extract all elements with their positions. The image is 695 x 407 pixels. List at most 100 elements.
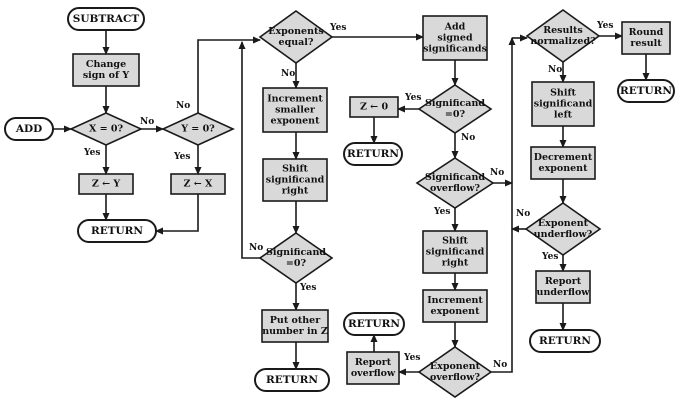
node-shape-change-sign xyxy=(72,53,140,87)
node-shape-z-gets-x xyxy=(170,173,226,195)
node-label-report-overflow-0: Report xyxy=(355,357,392,368)
node-shape-y-zero xyxy=(161,112,235,146)
node-shape-subtract xyxy=(67,7,145,31)
node-label-return-6-0: RETURN xyxy=(539,335,591,347)
node-label-results-normalized-0: Results xyxy=(543,25,583,36)
edge-label-exponent-overflow-no: No xyxy=(493,360,507,370)
node-shape-increment-exponent xyxy=(422,289,488,323)
node-shape-z-gets-0 xyxy=(349,96,399,118)
node-label-shift-right-1-1: significand xyxy=(266,175,325,186)
node-z-gets-0: Z ← 0 xyxy=(349,96,399,118)
edge-z-gets-x-to-return-1 xyxy=(155,194,199,235)
node-shape-put-other xyxy=(261,309,329,343)
node-label-exponent-underflow-0: Exponent xyxy=(538,218,589,229)
node-label-significand-zero-2-0: Significand xyxy=(425,98,485,109)
node-return-1: RETURN xyxy=(77,219,157,243)
node-label-add-signed-2: significands xyxy=(423,44,487,55)
node-label-change-sign-0: Change xyxy=(86,59,126,70)
node-label-increment-smaller-1: smaller xyxy=(275,105,316,116)
node-label-report-underflow-1: underflow xyxy=(537,287,591,298)
node-shape-shift-left xyxy=(531,81,595,127)
node-label-increment-smaller-2: exponent xyxy=(271,116,321,127)
node-label-z-gets-0-0: Z ← 0 xyxy=(360,102,389,113)
node-shape-decrement-exponent xyxy=(530,146,596,180)
node-label-return-5-0: RETURN xyxy=(620,85,672,97)
node-significand-zero-2: Significand=0? xyxy=(417,84,493,134)
node-label-increment-exponent-0: Increment xyxy=(427,295,483,306)
node-return-4: RETURN xyxy=(343,312,405,336)
node-shape-significand-overflow xyxy=(415,157,495,209)
edge-exponent-overflow-no-to-bus xyxy=(491,37,516,373)
node-shape-shift-right-1 xyxy=(262,158,328,202)
node-label-shift-right-2-1: significand xyxy=(426,247,485,258)
edge-label-significand-zero-1-no: No xyxy=(249,243,263,253)
node-shape-exponent-underflow xyxy=(524,202,602,256)
node-significand-zero-1: Significand=0? xyxy=(258,232,334,284)
node-label-add-signed-0: Add xyxy=(444,22,466,33)
node-shape-add xyxy=(4,117,54,141)
node-shape-exponent-overflow xyxy=(417,346,493,398)
node-label-z-gets-y-0: Z ← Y xyxy=(92,179,121,190)
node-label-return-2-0: RETURN xyxy=(266,374,318,386)
node-label-x-zero-0: X = 0? xyxy=(89,124,124,135)
edge-label-results-normalized-yes: Yes xyxy=(596,21,613,31)
node-y-zero: Y = 0? xyxy=(161,112,235,146)
node-return-2: RETURN xyxy=(254,368,330,392)
edge-label-x-zero-yes: Yes xyxy=(83,148,100,158)
node-shape-return-3 xyxy=(343,142,403,166)
node-label-change-sign-1: sign of Y xyxy=(83,70,130,81)
node-label-shift-right-2-0: Shift xyxy=(442,236,468,247)
edge-label-results-normalized-no: No xyxy=(548,65,562,75)
node-label-decrement-exponent-0: Decrement xyxy=(534,152,593,163)
node-shape-shift-right-2 xyxy=(422,230,488,274)
node-label-significand-zero-1-0: Significand xyxy=(266,247,326,258)
node-shape-round-result xyxy=(621,21,671,55)
node-shape-increment-smaller xyxy=(262,87,328,133)
node-label-exponents-equal-0: Exponents xyxy=(268,26,323,37)
node-label-add-signed-1: signed xyxy=(437,33,473,44)
edge-label-significand-overflow-no: No xyxy=(490,168,504,178)
node-subtract: SUBTRACT xyxy=(67,7,145,31)
edge-label-exponent-overflow-yes: Yes xyxy=(403,353,420,363)
edge-y-zero-no-to-join xyxy=(197,39,242,113)
node-shape-z-gets-y xyxy=(78,173,134,195)
node-label-exponent-underflow-1: underflow? xyxy=(534,229,593,240)
node-label-significand-overflow-1: overflow? xyxy=(430,183,480,194)
edge-label-significand-zero-2-no: No xyxy=(461,133,475,143)
edge-label-significand-overflow-yes: Yes xyxy=(433,207,450,217)
node-label-significand-overflow-0: Significand xyxy=(425,172,485,183)
node-label-return-3-0: RETURN xyxy=(347,148,399,160)
edge-label-y-zero-yes: Yes xyxy=(173,152,190,162)
node-label-return-1-0: RETURN xyxy=(91,225,143,237)
node-label-exponent-overflow-0: Exponent xyxy=(430,361,481,372)
node-label-y-zero-0: Y = 0? xyxy=(180,124,215,135)
node-label-report-overflow-1: overflow xyxy=(351,368,396,379)
node-shape-exponents-equal xyxy=(258,10,334,64)
node-label-shift-right-2-2: right xyxy=(442,258,469,269)
node-return-5: RETURN xyxy=(617,79,675,103)
node-return-3: RETURN xyxy=(343,142,403,166)
node-label-shift-right-1-2: right xyxy=(282,186,309,197)
edge-label-exponents-equal-no: No xyxy=(281,69,295,79)
edge-label-significand-zero-1-yes: Yes xyxy=(299,283,316,293)
node-label-exponents-equal-1: equal? xyxy=(279,37,314,48)
node-shape-x-zero xyxy=(69,112,143,146)
node-label-z-gets-x-0: Z ← X xyxy=(184,179,214,190)
node-shape-return-4 xyxy=(343,312,405,336)
node-label-significand-zero-2-1: =0? xyxy=(445,109,466,120)
node-shape-significand-zero-1 xyxy=(258,232,334,284)
edge-label-exponent-underflow-yes: Yes xyxy=(541,252,558,262)
node-shape-return-2 xyxy=(254,368,330,392)
